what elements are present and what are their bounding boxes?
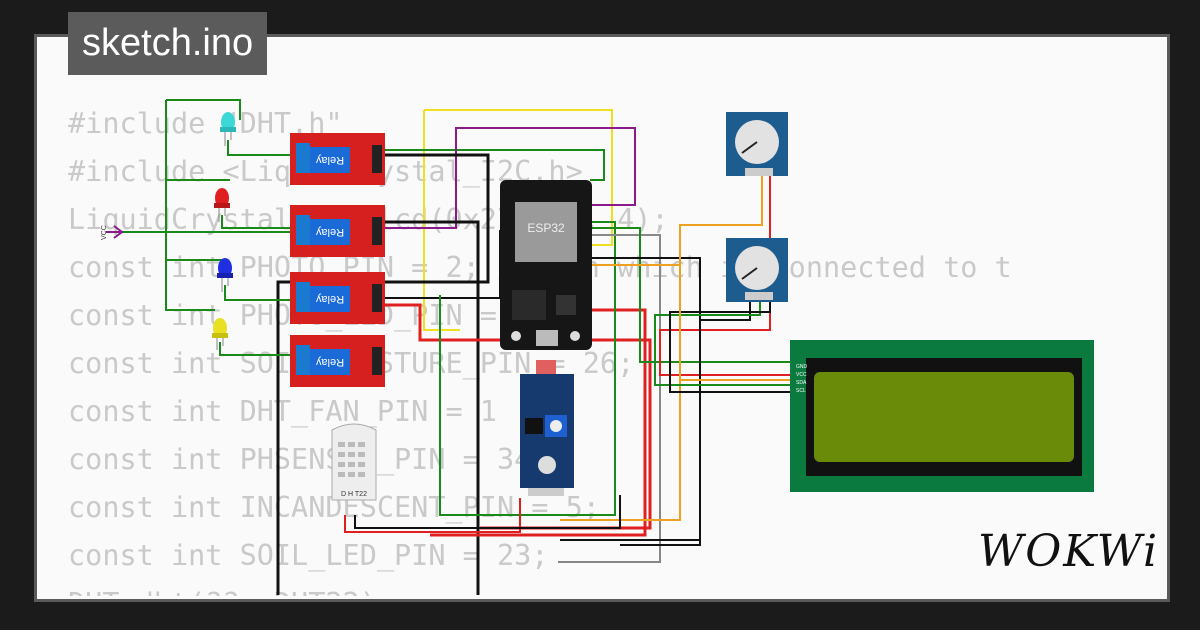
vcc-label: VCC <box>101 225 108 240</box>
led-red[interactable] <box>214 188 230 222</box>
yellow-wire <box>423 110 460 331</box>
green-wire <box>654 300 800 386</box>
code-line: const int SOIL_LED_PIN = 23; <box>68 539 549 572</box>
yellow-wire <box>424 109 613 246</box>
grey-wire <box>558 234 661 563</box>
relay-label: Relay <box>315 226 344 238</box>
orange-wire <box>560 175 763 521</box>
black-wire <box>354 495 621 529</box>
code-line: const int DHT_FAN_PIN = 1 <box>68 395 497 428</box>
wires <box>120 99 800 595</box>
potentiometer[interactable] <box>726 112 788 176</box>
relay-module[interactable]: Relay <box>290 335 385 387</box>
vcc-symbol: VCC <box>101 225 124 240</box>
led-yellow[interactable] <box>212 318 228 350</box>
soil-moisture-sensor[interactable] <box>520 360 574 496</box>
dht22-sensor[interactable]: D H T22 <box>331 423 377 501</box>
relay-label: Relay <box>315 293 344 305</box>
led-cyan[interactable] <box>220 112 236 146</box>
purple-wire <box>384 127 636 229</box>
relay-label: Relay <box>315 356 344 368</box>
red-wire <box>344 498 521 533</box>
esp32-chip-label: ESP32 <box>527 221 565 235</box>
wokwi-logo: WOKWi <box>978 526 1160 577</box>
esp32-board[interactable]: ESP32 <box>500 180 592 350</box>
lcd-pin-label: VCC <box>796 372 807 378</box>
black-wire <box>276 153 490 595</box>
relay-label: Relay <box>315 154 344 166</box>
orange-wire <box>590 264 800 381</box>
file-tab[interactable]: sketch.ino <box>68 12 268 75</box>
relay-module[interactable]: Relay <box>290 205 385 257</box>
green-wire <box>384 149 605 181</box>
green-wire <box>439 221 616 516</box>
lcd-display[interactable]: GND VCC SDA SCL <box>790 340 1094 492</box>
relay-module[interactable]: Relay <box>290 272 385 324</box>
black-wire <box>620 300 751 546</box>
lcd-pin-label: SDA <box>796 380 807 386</box>
lcd-pin-label: GND <box>796 364 808 370</box>
lcd-pin-label: SCL <box>796 388 806 394</box>
green-wire <box>219 140 295 356</box>
black-wire <box>384 230 501 299</box>
green-wire <box>590 227 800 363</box>
potentiometer[interactable] <box>726 238 788 302</box>
led-blue[interactable] <box>217 258 233 292</box>
code-line: const int INCANDESCENT_PIN = 5; <box>68 491 600 524</box>
relay-module[interactable]: Relay <box>290 133 385 185</box>
dht-label: D H T22 <box>341 491 367 498</box>
green-wire <box>165 180 225 311</box>
black-wire <box>669 300 800 393</box>
code-line: const int SOIL_MOISTURE_PIN = 26; <box>68 347 635 380</box>
black-wire <box>384 220 480 595</box>
